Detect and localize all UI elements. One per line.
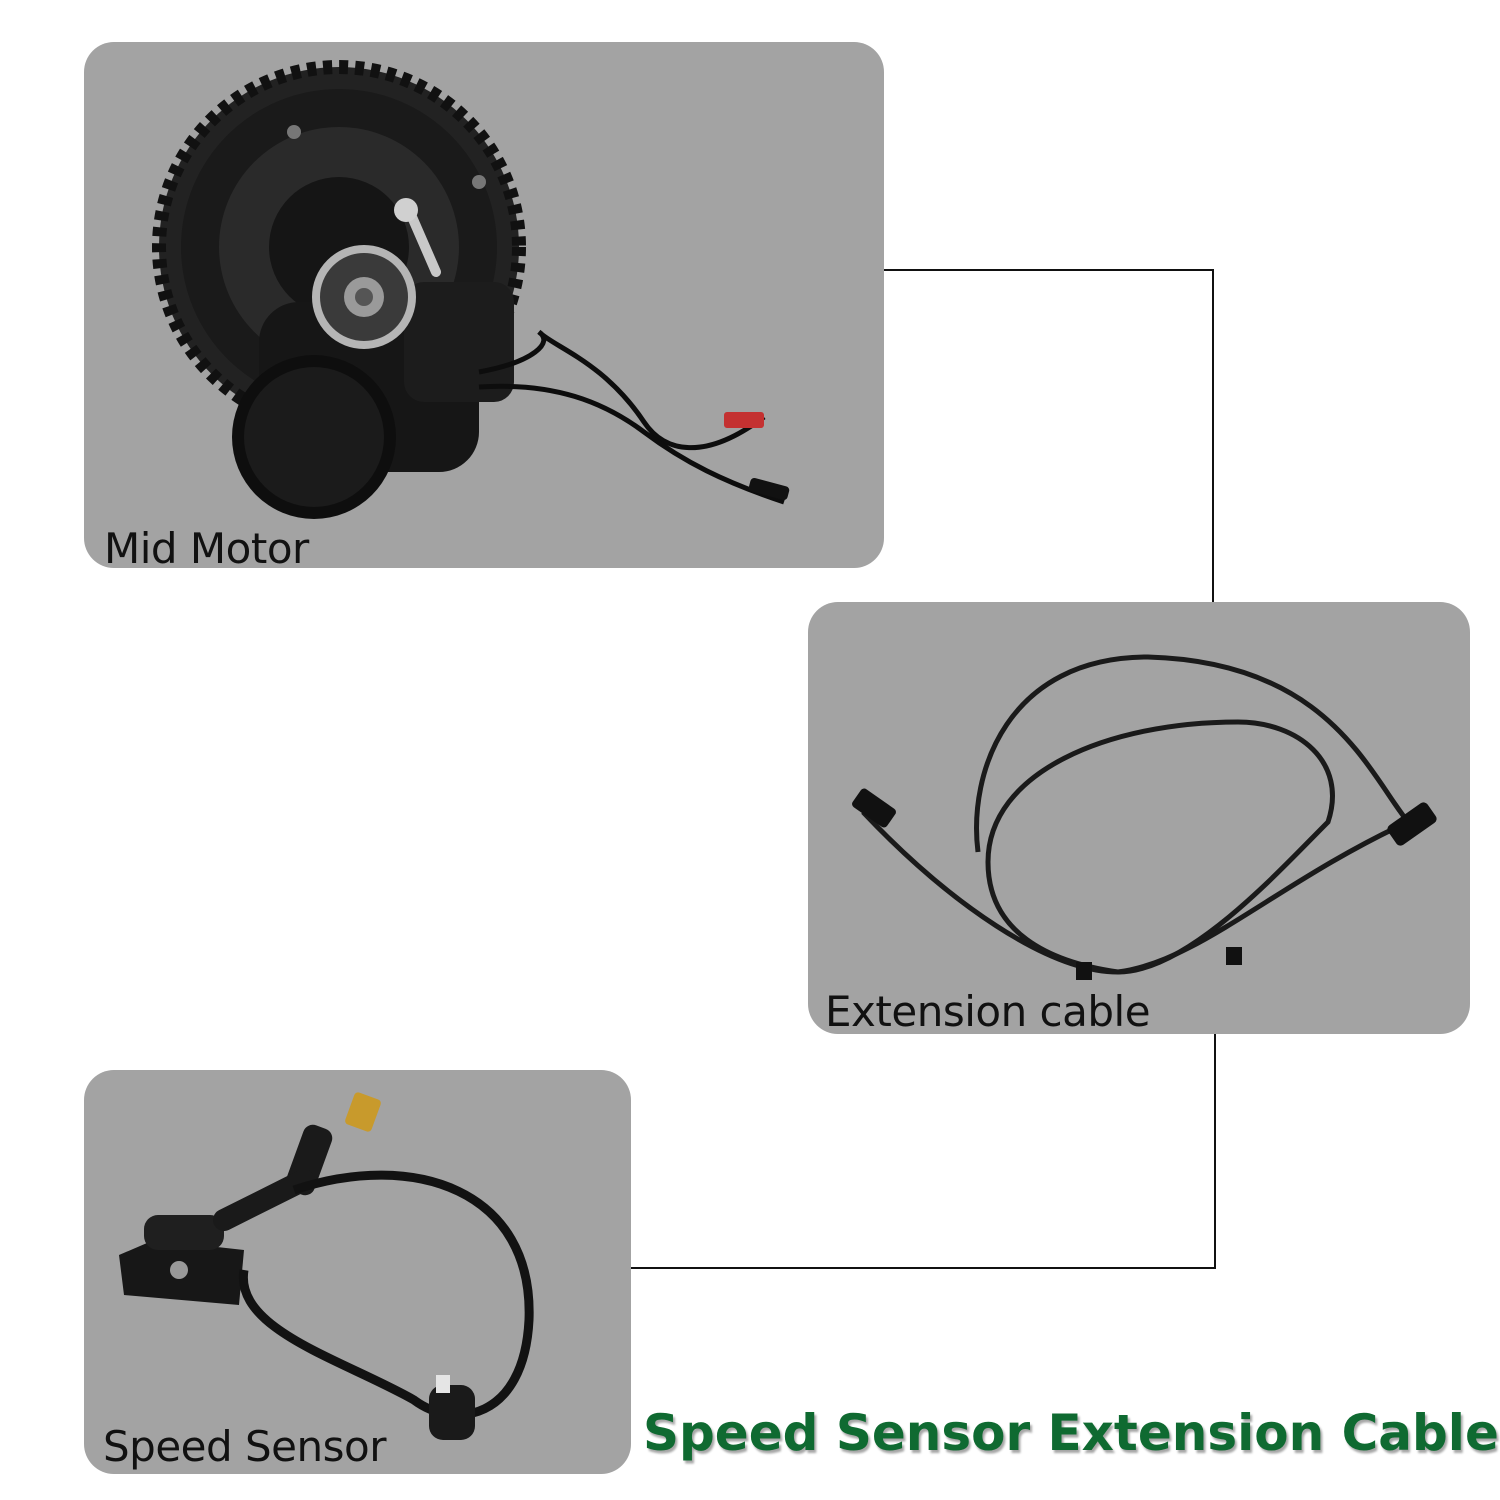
extension-cable-label: Extension cable [825,987,1151,1034]
speed-sensor-image [119,1092,534,1440]
mid-motor-image [152,60,790,519]
speed-sensor-panel: Speed Sensor [84,1070,631,1474]
mid-motor-label: Mid Motor [104,524,309,568]
mid-motor-panel: Mid Motor [84,42,884,568]
extension-cable-image [852,654,1437,980]
headline-title: Speed Sensor Extension Cable [643,1404,1499,1462]
speed-sensor-label: Speed Sensor [103,1422,386,1471]
extension-cable-panel: Extension cable [808,602,1470,1034]
